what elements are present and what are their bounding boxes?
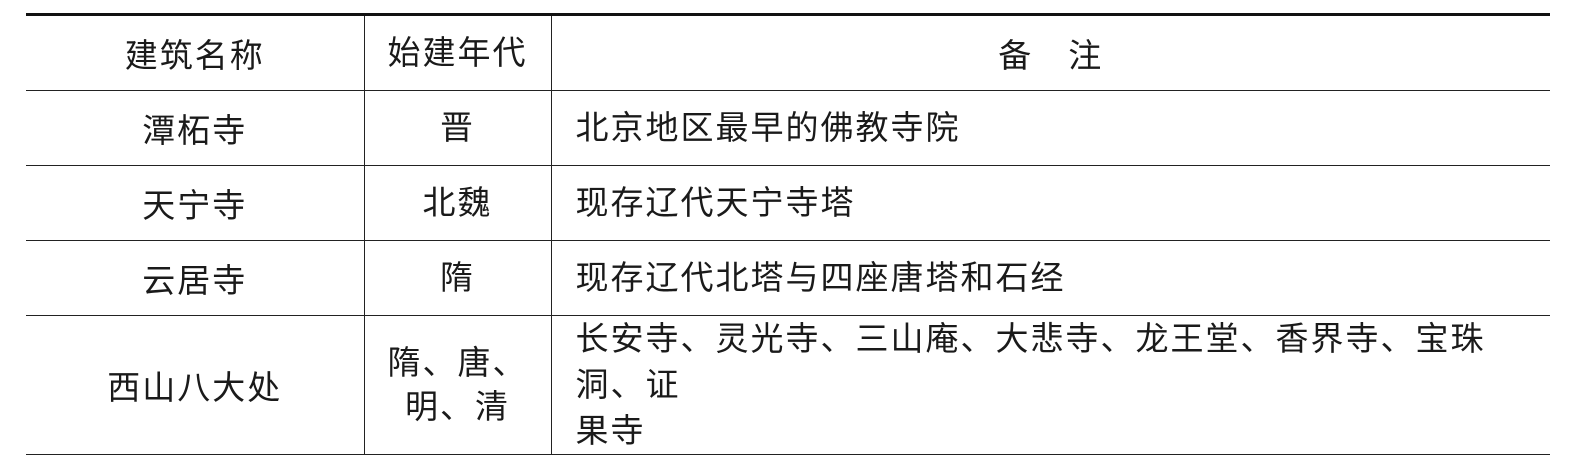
remarks-line: 果寺 [575,411,646,450]
cell-founding-era: 晋 [364,90,552,166]
cell-remarks: 现存辽代北塔与四座唐塔和石经 [551,240,1550,316]
cell-building-name: 天宁寺 [26,165,365,241]
cell-remarks: 长安寺、灵光寺、三山庵、大悲寺、龙王堂、香界寺、宝珠洞、证 果寺 [551,315,1550,455]
era-line: 隋、唐、 [387,343,528,382]
remarks-line: 长安寺、灵光寺、三山庵、大悲寺、龙王堂、香界寺、宝珠洞、证 [575,319,1486,404]
header-row: 建筑名称 始建年代 备 注 [26,13,1550,91]
temple-table: 建筑名称 始建年代 备 注 潭柘寺 晋 北京地区最早的佛教寺院 天宁寺 北魏 现… [26,13,1550,455]
table-row: 云居寺 隋 现存辽代北塔与四座唐塔和石经 [26,240,1550,316]
cell-founding-era: 隋、唐、 明、清 [364,315,552,455]
era-line: 明、清 [405,387,510,426]
header-founding-era: 始建年代 [364,13,552,91]
cell-building-name: 潭柘寺 [26,90,365,166]
table-row: 天宁寺 北魏 现存辽代天宁寺塔 [26,165,1550,241]
table-row: 潭柘寺 晋 北京地区最早的佛教寺院 [26,90,1550,166]
table-header: 建筑名称 始建年代 备 注 [26,13,1550,91]
table-body: 潭柘寺 晋 北京地区最早的佛教寺院 天宁寺 北魏 现存辽代天宁寺塔 云居寺 隋 … [26,90,1550,455]
cell-building-name: 西山八大处 [26,315,365,455]
header-remarks: 备 注 [551,13,1550,91]
cell-remarks: 北京地区最早的佛教寺院 [551,90,1550,166]
header-building-name: 建筑名称 [26,13,365,91]
cell-founding-era: 北魏 [364,165,552,241]
table-row: 西山八大处 隋、唐、 明、清 长安寺、灵光寺、三山庵、大悲寺、龙王堂、香界寺、宝… [26,315,1550,455]
cell-founding-era: 隋 [364,240,552,316]
cell-building-name: 云居寺 [26,240,365,316]
cell-remarks: 现存辽代天宁寺塔 [551,165,1550,241]
